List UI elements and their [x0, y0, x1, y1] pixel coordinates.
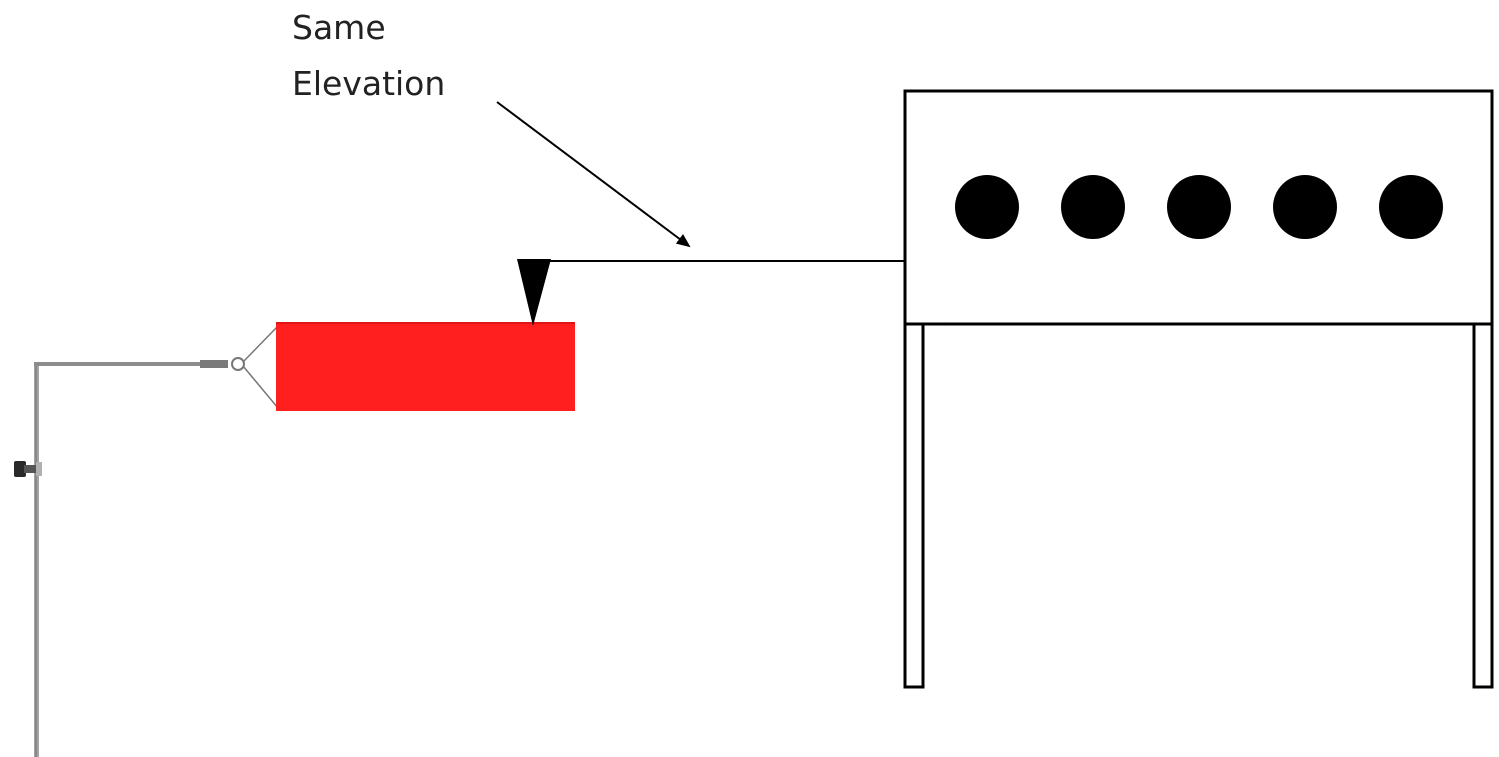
windsock-elevation-marker-icon: [517, 259, 551, 326]
target-circle-3: [1167, 175, 1231, 239]
target-circles: [955, 175, 1443, 239]
same-elevation-label-line-1: Same: [292, 8, 386, 47]
swivel-fitting: [200, 360, 228, 368]
target-circle-4: [1273, 175, 1337, 239]
bridle-line-bottom: [242, 365, 279, 409]
target-right-leg: [1472, 322, 1494, 689]
target-left-leg: [903, 322, 925, 689]
target-circle-2: [1061, 175, 1125, 239]
annotation-arrow: [496, 101, 691, 248]
windsock-arm: [34, 362, 212, 366]
pole-knob-icon: [14, 461, 42, 477]
swivel-ring: [231, 357, 245, 371]
windsock: [276, 322, 575, 411]
bridle-line-top: [242, 325, 279, 363]
same-elevation-label-line-2: Elevation: [292, 64, 446, 103]
windsock-pole-assembly: [14, 325, 279, 757]
target-stand: [903, 89, 1494, 689]
target-circle-5: [1379, 175, 1443, 239]
target-circle-1: [955, 175, 1019, 239]
